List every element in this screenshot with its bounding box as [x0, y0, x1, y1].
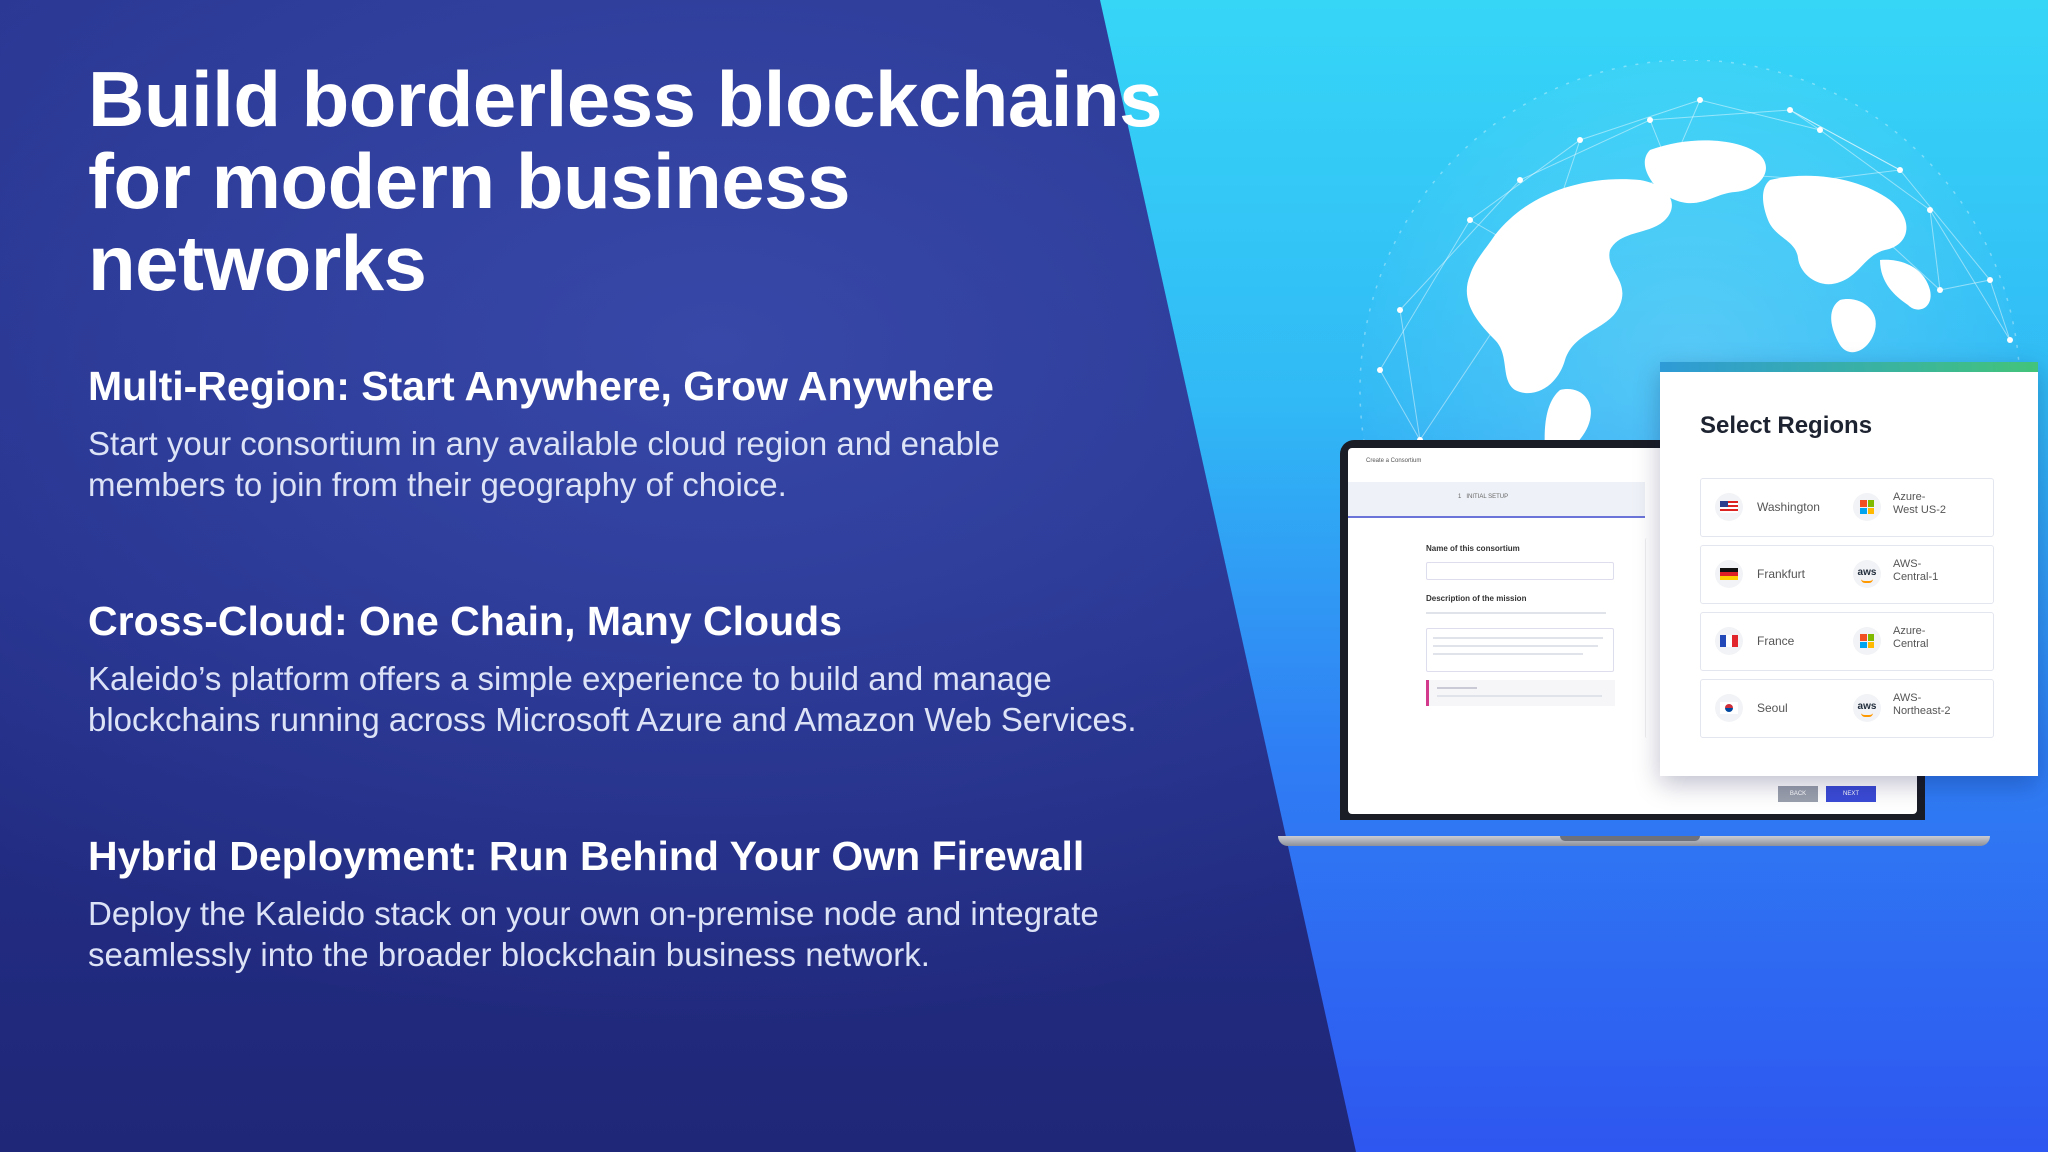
- cloud-region-line2: Northeast-2: [1893, 705, 1951, 717]
- cloud-region-line2: Central-1: [1893, 571, 1939, 583]
- cloud-region: Azure-Central: [1893, 625, 1983, 651]
- azure-icon: [1853, 493, 1881, 521]
- kr-flag-taeguk: [1725, 704, 1733, 712]
- azure-icon: [1853, 627, 1881, 655]
- headline-line1: Build borderless blockchains: [88, 55, 1162, 143]
- laptop-base: [1278, 836, 1990, 846]
- feature-desc-hybrid: Deploy the Kaleido stack on your own on-…: [88, 893, 1138, 975]
- laptop-notch: [1560, 836, 1700, 841]
- aws-icon: aws: [1853, 560, 1881, 588]
- aws-icon: aws: [1853, 694, 1881, 722]
- microsoft-logo: [1860, 634, 1874, 648]
- mission-description-label: Description of the mission: [1426, 594, 1527, 603]
- region-row-france[interactable]: France Azure-Central: [1700, 612, 1994, 671]
- headline: Build borderless blockchains for modern …: [88, 58, 1188, 304]
- regions-card-title: Select Regions: [1700, 412, 1873, 439]
- cloud-region: AWS-Central-1: [1893, 558, 1983, 584]
- cloud-region: Azure-West US-2: [1893, 491, 1983, 517]
- feature-desc-line1: Kaleido’s platform offers a simple exper…: [88, 660, 1052, 697]
- region-name: France: [1757, 634, 1795, 648]
- next-button[interactable]: NEXT: [1826, 786, 1876, 802]
- microsoft-logo: [1860, 500, 1874, 514]
- text-line: [1437, 695, 1602, 697]
- feature-desc-line2: members to join from their geography of …: [88, 466, 787, 503]
- consortium-name-input[interactable]: [1426, 562, 1614, 580]
- screen-window-title: Create a Consortium: [1366, 458, 1422, 464]
- cloud-region-line1: Azure-: [1893, 491, 1926, 503]
- de-flag-icon: [1715, 560, 1743, 588]
- cloud-region-line2: Central: [1893, 638, 1929, 650]
- region-name: Washington: [1757, 500, 1820, 514]
- aws-logo: aws: [1853, 567, 1881, 583]
- feature-desc-line1: Start your consortium in any available c…: [88, 425, 1000, 462]
- fr-flag-icon: [1715, 627, 1743, 655]
- cloud-region-line2: West US-2: [1893, 504, 1946, 516]
- text-line: [1433, 645, 1598, 647]
- cloud-region: AWS-Northeast-2: [1893, 692, 1983, 718]
- cloud-region-line1: AWS-: [1893, 558, 1922, 570]
- feature-desc-multi-region: Start your consortium in any available c…: [88, 423, 1138, 505]
- de-flag-stripes: [1720, 568, 1738, 580]
- helper-text-line: [1426, 612, 1606, 614]
- cloud-region-line1: AWS-: [1893, 692, 1922, 704]
- setup-step-label: 1 INITIAL SETUP: [1458, 494, 1509, 500]
- info-callout: [1426, 680, 1615, 706]
- cloud-region-line1: Azure-: [1893, 625, 1926, 637]
- region-row-washington[interactable]: Washington Azure-West US-2: [1700, 478, 1994, 537]
- text-line: [1433, 653, 1583, 655]
- us-flag-canton: [1720, 501, 1728, 507]
- feature-desc-line2: seamlessly into the broader blockchain b…: [88, 936, 930, 973]
- region-row-frankfurt[interactable]: Frankfurt aws AWS-Central-1: [1700, 545, 1994, 604]
- setup-step-tab: 1 INITIAL SETUP: [1348, 482, 1645, 518]
- region-name: Frankfurt: [1757, 567, 1806, 581]
- feature-title-multi-region: Multi-Region: Start Anywhere, Grow Anywh…: [88, 363, 994, 409]
- back-button[interactable]: BACK: [1778, 786, 1818, 802]
- us-flag-icon: [1715, 493, 1743, 521]
- feature-desc-line2: blockchains running across Microsoft Azu…: [88, 701, 1137, 738]
- feature-desc-line1: Deploy the Kaleido stack on your own on-…: [88, 895, 1099, 932]
- kr-flag-icon: [1715, 694, 1743, 722]
- feature-desc-cross-cloud: Kaleido’s platform offers a simple exper…: [88, 658, 1138, 740]
- feature-title-hybrid: Hybrid Deployment: Run Behind Your Own F…: [88, 833, 1085, 879]
- region-row-seoul[interactable]: Seoul aws AWS-Northeast-2: [1700, 679, 1994, 738]
- mission-description-textarea[interactable]: [1426, 628, 1614, 672]
- headline-line2: for modern business networks: [88, 137, 850, 307]
- select-regions-card: Select Regions Washington Azure-West US-…: [1660, 362, 2038, 776]
- feature-title-cross-cloud: Cross-Cloud: One Chain, Many Clouds: [88, 598, 842, 644]
- text-line: [1433, 637, 1603, 639]
- aws-logo: aws: [1853, 701, 1881, 717]
- fr-flag-stripes: [1720, 635, 1738, 647]
- region-name: Seoul: [1757, 701, 1788, 715]
- consortium-name-label: Name of this consortium: [1426, 544, 1520, 553]
- text-line: [1437, 687, 1477, 689]
